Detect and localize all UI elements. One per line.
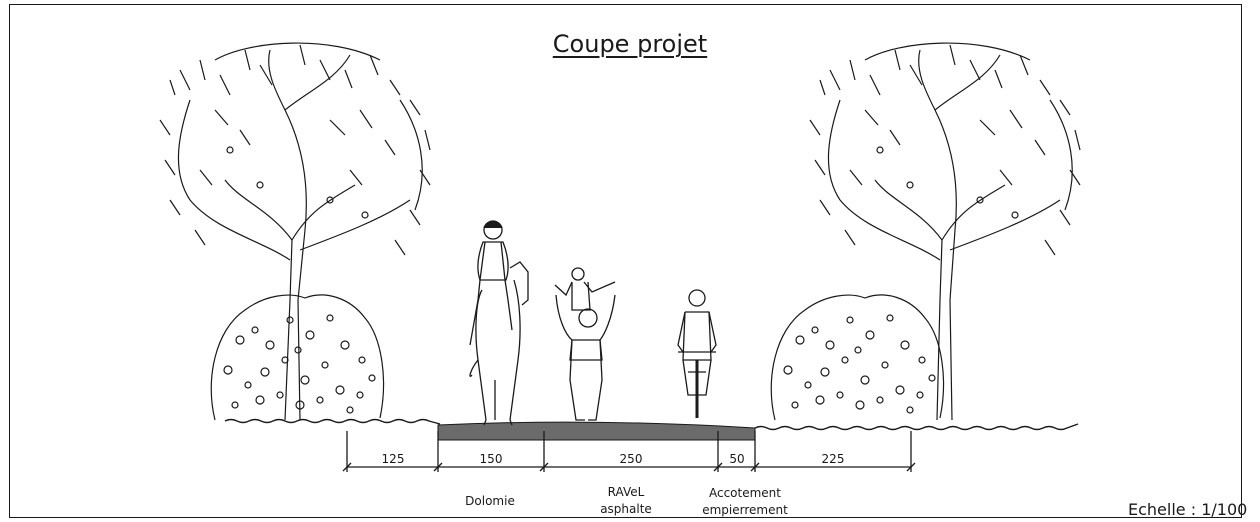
left-tree <box>159 42 431 421</box>
label-ravel-line2: asphalte <box>600 502 652 516</box>
dimension-label-225: 225 <box>821 452 845 466</box>
pedestrian-with-child-figure <box>554 267 616 421</box>
right-shrub <box>770 294 945 421</box>
right-tree <box>809 42 1081 421</box>
scale-label: Echelle : 1/100 <box>1128 500 1248 519</box>
left-shrub <box>210 294 385 421</box>
drawing-frame <box>9 4 1242 518</box>
dimension-line <box>342 431 916 472</box>
label-ravel: RAVeL asphalte <box>561 484 691 518</box>
label-accotement: Accotement empierrement <box>680 485 810 519</box>
dimension-label-150: 150 <box>479 452 503 466</box>
ground-line <box>224 418 1079 431</box>
page-title: Coupe projet <box>552 30 708 58</box>
dimension-label-125: 125 <box>381 452 405 466</box>
pavement-layer <box>437 421 756 441</box>
cyclist-figure <box>677 289 717 418</box>
label-dolomie: Dolomie <box>465 494 515 508</box>
dimension-label-50: 50 <box>729 452 745 466</box>
label-accotement-line1: Accotement <box>708 486 781 500</box>
dimension-label-250: 250 <box>619 452 643 466</box>
horse-rider-figure <box>469 220 529 426</box>
label-ravel-line1: RAVeL <box>607 485 645 499</box>
label-accotement-line2: empierrement <box>702 503 788 517</box>
